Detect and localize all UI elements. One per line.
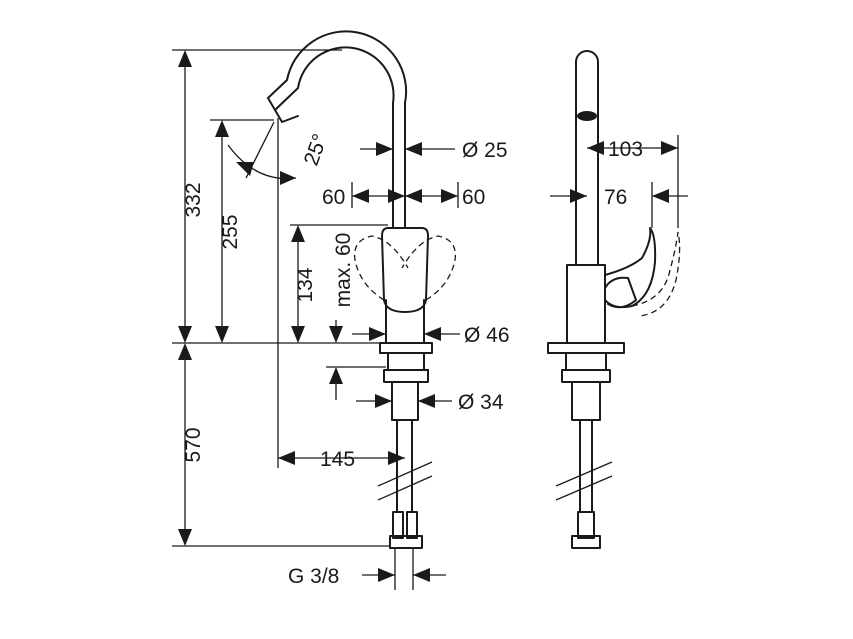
side-connector-nut <box>571 535 601 549</box>
side-lever-swing <box>631 231 681 317</box>
side-body <box>566 264 606 344</box>
shank <box>391 381 419 421</box>
side-lever-joint <box>604 276 637 309</box>
handle-body <box>381 227 429 313</box>
side-base-plate <box>547 342 625 354</box>
side-shank <box>571 381 601 421</box>
side-view: 103 76 <box>547 50 688 549</box>
connector-nut <box>389 535 423 549</box>
gasket <box>383 369 429 383</box>
break-line-2 <box>377 475 433 501</box>
front-dimensions: 332 255 25° Ø 25 60 60 134 max. 60 Ø 46 … <box>172 49 510 590</box>
label-max-60: max. 60 <box>332 233 355 308</box>
side-aerator <box>577 111 597 121</box>
side-connector <box>577 511 595 539</box>
side-lever <box>604 227 657 309</box>
spout-tip <box>267 97 299 123</box>
label-dia-spout: Ø 25 <box>462 139 508 162</box>
base-plate <box>379 342 433 354</box>
spout-outer <box>274 46 395 229</box>
label-332: 332 <box>182 182 205 217</box>
side-base-step <box>565 352 607 371</box>
label-angle: 25° <box>300 131 332 169</box>
handle-swing-left <box>353 235 409 301</box>
break-line-1 <box>377 461 433 487</box>
handle-swing-right <box>401 235 457 301</box>
label-570: 570 <box>182 427 205 462</box>
side-hose <box>579 419 593 513</box>
connector-left <box>392 511 404 539</box>
label-thread: G 3/8 <box>288 565 339 588</box>
label-134: 134 <box>294 267 317 302</box>
base-step <box>387 352 425 371</box>
label-60-right: 60 <box>462 186 485 209</box>
label-dia-shank: Ø 34 <box>458 391 504 414</box>
label-145: 145 <box>320 448 355 471</box>
label-60-left: 60 <box>322 186 345 209</box>
body-cylinder <box>385 299 425 344</box>
label-255: 255 <box>219 214 242 249</box>
side-spout <box>575 50 599 266</box>
label-76: 76 <box>604 186 627 209</box>
spout-inner <box>267 30 408 229</box>
connector-right <box>406 511 418 539</box>
label-dia-base: Ø 46 <box>464 324 510 347</box>
side-gasket <box>561 369 611 383</box>
label-103: 103 <box>608 138 643 161</box>
